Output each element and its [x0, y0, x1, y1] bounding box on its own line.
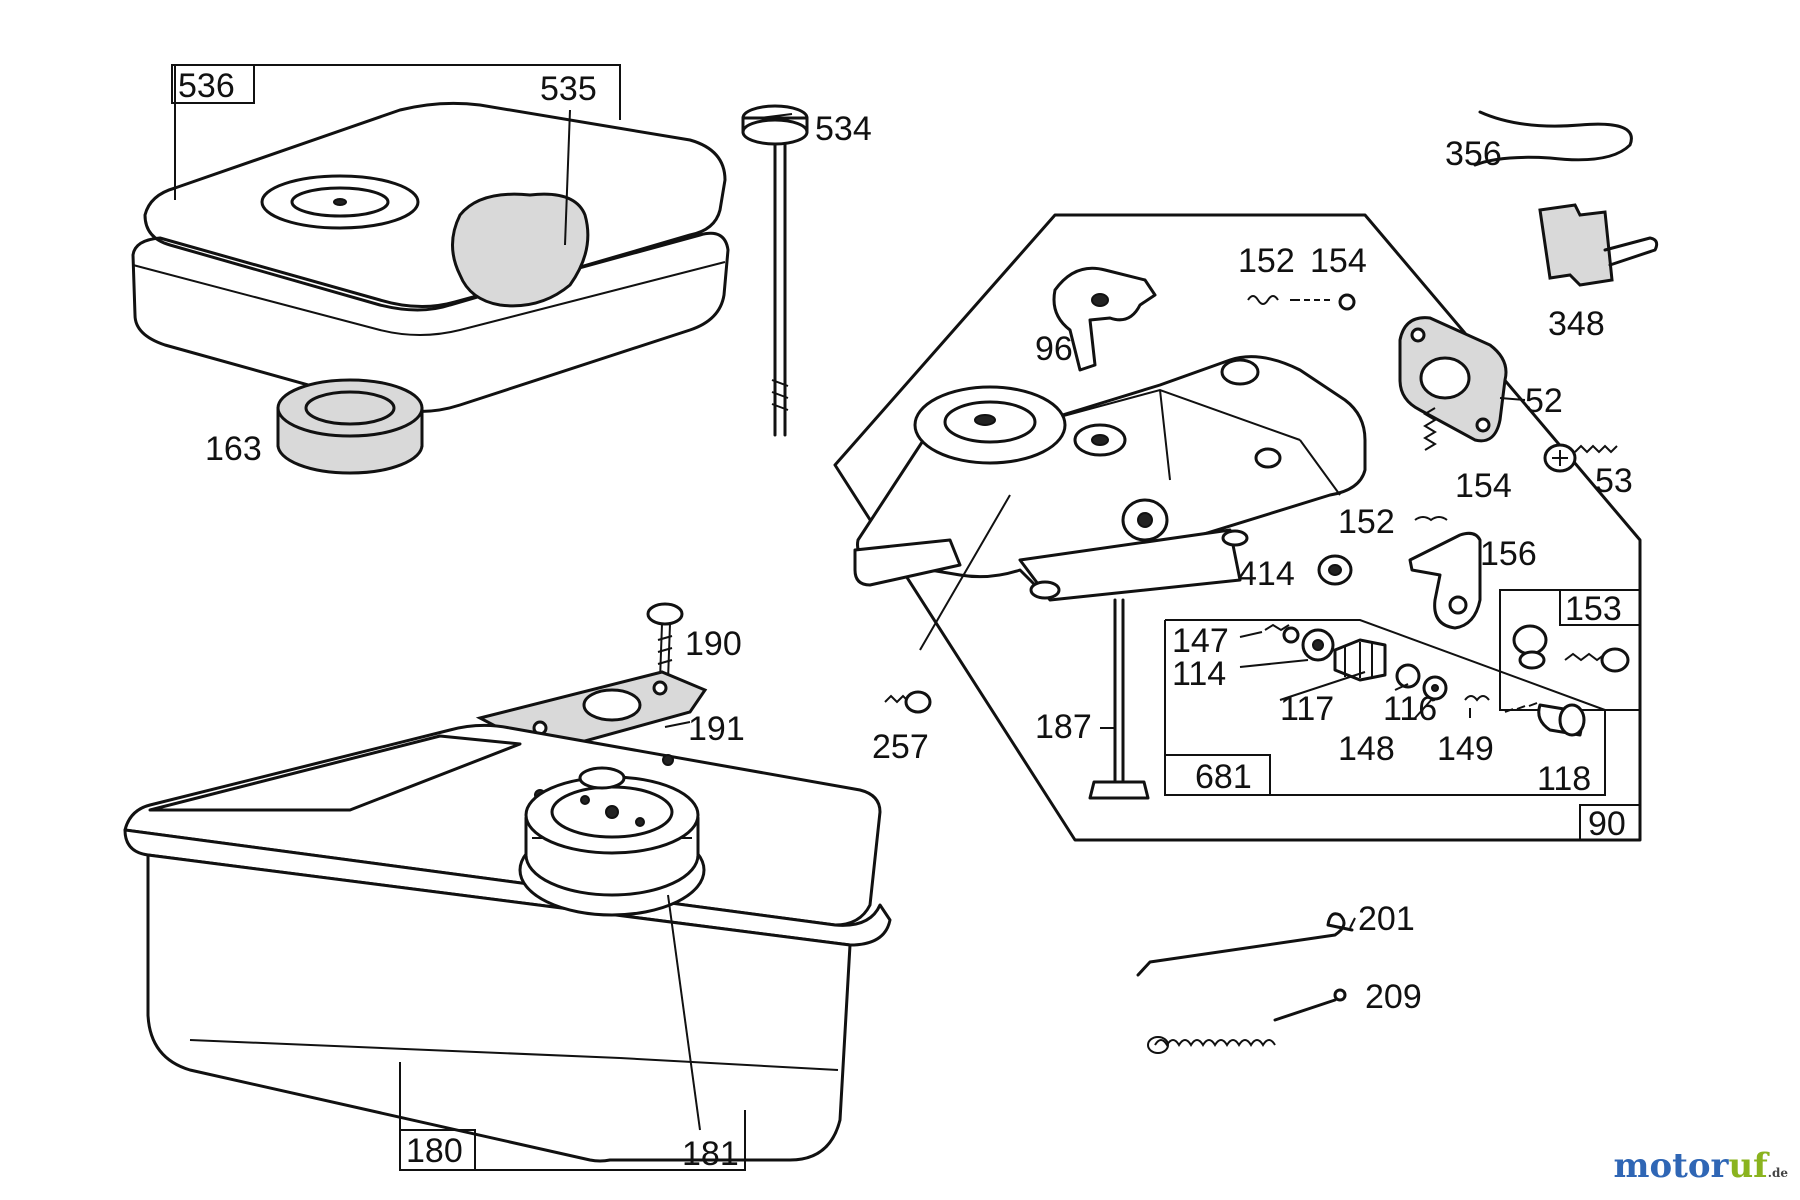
- fuel-tank-body: [146, 853, 852, 1163]
- fuel-tank-rim: [123, 828, 892, 947]
- callout-box-90: [1579, 804, 1641, 841]
- callout-box-180: [399, 1129, 476, 1171]
- callout-box-536: [171, 64, 255, 104]
- label-53: 53: [1595, 462, 1633, 500]
- needle-187-nut: [1088, 780, 1150, 800]
- spring-209: 209: [1147, 978, 1422, 1054]
- foam-element-535: [451, 192, 590, 308]
- spring-screw-152-154-top: 152 154: [1238, 242, 1367, 311]
- label-118: 118: [1537, 760, 1591, 798]
- label-154-top: 154: [1310, 242, 1367, 280]
- label-187: 187: [1035, 708, 1092, 746]
- site-watermark: motoruf.de: [1613, 1146, 1788, 1186]
- label-180: 180: [406, 1132, 463, 1170]
- label-163: 163: [205, 430, 262, 468]
- carburetor-assembly-90: 90 187: [833, 213, 1642, 843]
- label-148: 148: [1338, 730, 1395, 768]
- label-149: 149: [1437, 730, 1494, 768]
- label-257: 257: [872, 728, 929, 766]
- choke-lever-96: 96: [1035, 266, 1157, 372]
- watermark-part2: uf: [1728, 1146, 1768, 1186]
- label-90: 90: [1588, 805, 1626, 843]
- cable-356: 356: [1445, 110, 1633, 173]
- air-cleaner-body: [131, 231, 730, 413]
- link-201: 201: [1136, 900, 1415, 977]
- label-535: 535: [540, 70, 597, 108]
- dipstick-534: 534: [741, 104, 872, 437]
- label-534: 534: [815, 110, 872, 148]
- label-116: 116: [1383, 690, 1437, 728]
- label-154-mid: 154: [1455, 467, 1512, 505]
- label-96: 96: [1035, 330, 1073, 368]
- bracket-348: 348: [1538, 203, 1659, 343]
- watermark-suffix: .de: [1767, 1166, 1788, 1180]
- kit-681: 681 147 114 117 116 148 149 118: [1164, 619, 1606, 798]
- callout-box-153: [1559, 589, 1641, 626]
- kit-153: 153: [1499, 589, 1641, 711]
- label-153: 153: [1565, 590, 1622, 628]
- cover-recess: [260, 174, 420, 230]
- label-117: 117: [1280, 690, 1334, 728]
- air-cleaner-assembly: 536 535 163: [131, 64, 730, 475]
- label-190: 190: [685, 625, 742, 663]
- label-356: 356: [1445, 135, 1502, 173]
- label-348: 348: [1548, 305, 1605, 343]
- washer-414: 414: [1238, 554, 1353, 593]
- spring-screw-152-154-mid: 154 152: [1338, 407, 1512, 541]
- seal-163: [276, 378, 424, 475]
- label-152-mid: 152: [1338, 503, 1395, 541]
- throttle-lever-156: 156: [1408, 531, 1537, 630]
- fuel-tank-assembly: 190 191 180 181: [123, 602, 892, 1173]
- label-209: 209: [1365, 978, 1422, 1016]
- label-536: 536: [178, 67, 235, 105]
- label-147: 147: [1172, 622, 1229, 660]
- screw-257: 257: [872, 690, 932, 766]
- label-201: 201: [1358, 900, 1415, 938]
- label-681: 681: [1195, 758, 1252, 796]
- gasket-52: 52: [1398, 316, 1563, 443]
- label-114: 114: [1172, 655, 1226, 693]
- screw-53: 53: [1543, 443, 1633, 500]
- callout-box-681: [1164, 754, 1271, 796]
- label-191: 191: [688, 710, 745, 748]
- label-156: 156: [1480, 535, 1537, 573]
- label-414: 414: [1238, 555, 1295, 593]
- air-cleaner-cover: [143, 101, 727, 312]
- carb-float-tab: [853, 538, 962, 587]
- label-181: 181: [682, 1135, 739, 1173]
- label-52: 52: [1525, 382, 1563, 420]
- label-152-top: 152: [1238, 242, 1295, 280]
- watermark-part1: motor: [1613, 1146, 1729, 1186]
